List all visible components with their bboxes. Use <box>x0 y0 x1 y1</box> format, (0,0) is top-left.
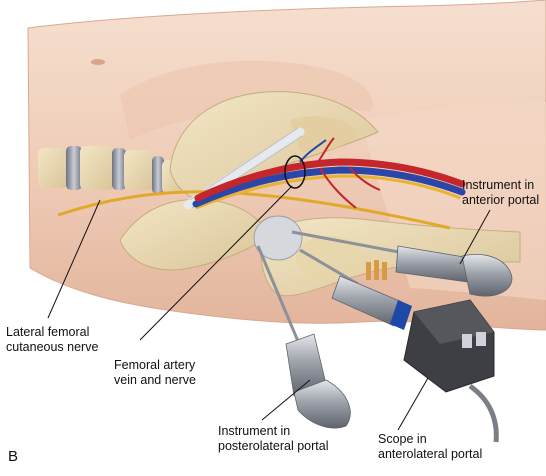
scope-anterolateral <box>299 248 499 443</box>
capsule-pegs <box>366 260 387 280</box>
femoral-artery <box>194 158 466 202</box>
label-scope-anterolateral-portal: Scope in anterolateral portal <box>378 432 483 461</box>
label-lateral-femoral-cutaneous-nerve: Lateral femoral cutaneous nerve <box>6 325 99 354</box>
leader-lateral-nerve <box>47 199 101 319</box>
posterolateral-portal-instrument <box>256 245 351 429</box>
greater-trochanter <box>296 236 364 280</box>
panel-letter: B <box>8 448 19 465</box>
leader-scope <box>397 377 429 431</box>
navel <box>91 59 105 65</box>
leader-femoral-bundle <box>139 185 293 341</box>
leader-lines <box>47 185 491 431</box>
anterior-portal-instrument <box>291 230 513 297</box>
label-anterior-portal: Instrument in anterior portal <box>462 178 540 207</box>
label-posterolateral-portal: Instrument in posterolateral portal <box>218 424 329 453</box>
label-femoral-artery-vein-nerve: Femoral artery vein and nerve <box>114 358 197 387</box>
artery-branch <box>317 137 381 209</box>
leader-anterior-portal <box>459 209 491 265</box>
iliac-crest <box>290 116 360 152</box>
femoral-nerve <box>195 174 461 210</box>
leader-posterolateral <box>261 379 311 421</box>
femoral-bundle-marker <box>284 155 306 189</box>
femoral-vein <box>192 166 466 208</box>
femoral-head <box>253 215 303 261</box>
